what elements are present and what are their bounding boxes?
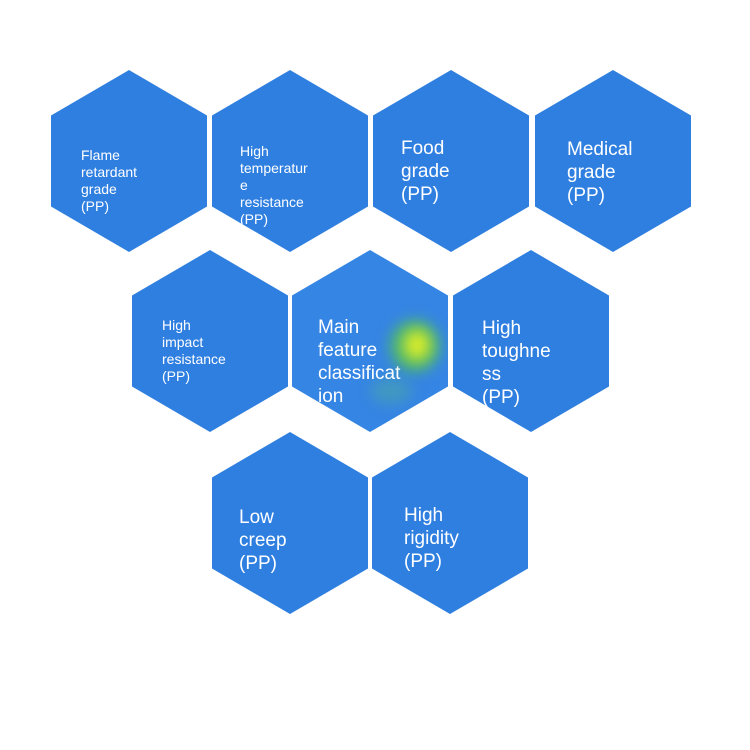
hex-label: Medical grade (PP): [567, 139, 633, 206]
hex-label: High impact resistance (PP): [162, 317, 226, 384]
hex-food-grade: Food grade (PP): [373, 70, 529, 252]
hex-label: High rigidity (PP): [404, 505, 459, 572]
hex-medical-grade: Medical grade (PP): [535, 70, 691, 252]
hex-label: Main feature classificat ion: [318, 317, 401, 407]
hex-low-creep: Low creep (PP): [212, 432, 368, 614]
hex-high-toughness: High toughne ss (PP): [453, 250, 609, 432]
hex-label: Flame retardant grade (PP): [81, 147, 138, 214]
hex-high-impact-resistance: High impact resistance (PP): [132, 250, 288, 432]
hex-main-feature-classification: Main feature classificat ion: [292, 250, 448, 432]
hex-flame-retardant-grade: Flame retardant grade (PP): [51, 70, 207, 252]
highlight-glow-core: [404, 330, 430, 360]
hex-label: Food grade (PP): [401, 138, 450, 205]
hex-label: High temperatur e resistance (PP): [240, 143, 308, 227]
hex-high-temperature-resistance: High temperatur e resistance (PP): [212, 70, 368, 252]
hex-high-rigidity: High rigidity (PP): [372, 432, 528, 614]
hex-label: Low creep (PP): [239, 507, 287, 574]
hex-label: High toughne ss (PP): [482, 318, 551, 408]
